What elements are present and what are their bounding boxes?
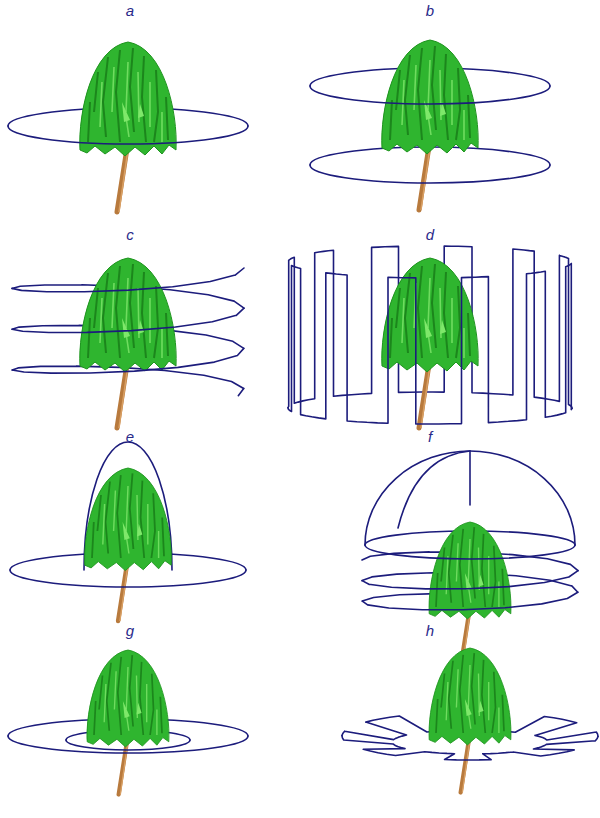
tree — [429, 522, 511, 667]
panel-letter: d — [426, 226, 434, 244]
panel-letter: a — [126, 2, 134, 20]
panel-letter: h — [426, 622, 434, 640]
panel-letter: g — [126, 622, 134, 640]
flight-path — [342, 736, 598, 760]
tree — [85, 468, 172, 621]
panel-letter: c — [126, 226, 134, 244]
flight-path — [288, 264, 572, 424]
flight-path — [10, 570, 246, 587]
flight-path — [8, 736, 248, 753]
tree — [87, 650, 169, 795]
flight-path — [310, 165, 550, 183]
flight-path — [398, 451, 470, 528]
tree — [382, 40, 478, 210]
flight-path — [310, 86, 550, 104]
panel-letter: f — [428, 428, 432, 446]
flight-path — [362, 571, 578, 610]
flight-path — [469, 451, 471, 505]
tree — [429, 648, 511, 793]
flight-path — [12, 268, 244, 396]
tree — [80, 42, 176, 212]
flight-path — [365, 545, 575, 559]
panel-letter: b — [426, 2, 434, 20]
tree — [382, 258, 478, 428]
panel-letter: e — [126, 428, 134, 446]
flight-path — [8, 126, 248, 144]
tree — [80, 258, 176, 428]
tree-layer — [80, 40, 511, 795]
front-layer — [8, 86, 598, 760]
flight-path — [66, 740, 190, 750]
back-layer — [8, 68, 598, 740]
